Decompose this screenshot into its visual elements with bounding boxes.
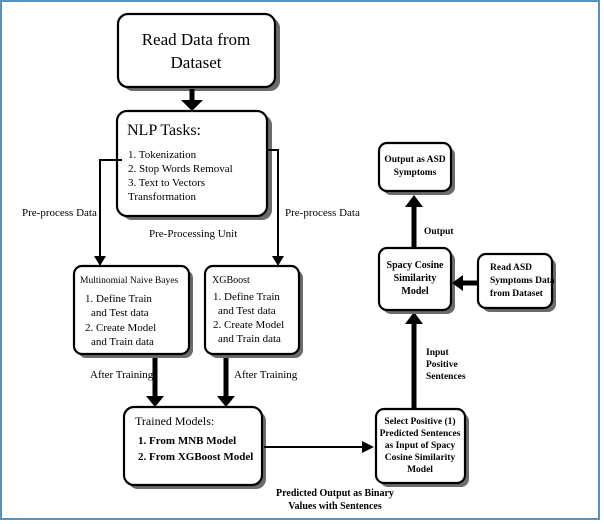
mnb-item-3: 2. Create Model <box>85 322 156 334</box>
predicted-output-line-1: Predicted Output as Binary <box>276 488 394 499</box>
output-line-2: Symptoms <box>394 168 437 178</box>
spacy-cosine-node: Spacy Cosine Similarity Model <box>377 246 455 314</box>
after-training-right-label: After Training <box>234 369 298 381</box>
mnb-item-1: 1. Define Train <box>85 293 152 305</box>
arrow-head-read-to-nlp <box>181 100 203 111</box>
mnb-item-2: and Test data <box>91 307 149 319</box>
arrow-head-xgb-to-trained <box>217 396 235 407</box>
preprocess-right-label: Pre-process Data <box>285 207 360 219</box>
select-line-1: Select Positive (1) <box>384 416 455 427</box>
select-line-3: as Input of Spacy <box>385 441 456 451</box>
trained-item-1: 1. From MNB Model <box>138 435 236 447</box>
output-label: Output <box>424 227 454 237</box>
after-training-left-label: After Training <box>90 369 154 381</box>
nlp-item-3: 3. Text to Vectors <box>128 177 205 189</box>
arrow-head-nlp-to-mnb <box>94 256 106 266</box>
arrow-head-spacy-to-output <box>405 195 423 207</box>
mnb-node: Multinomial Naive Bayes 1. Define Train … <box>72 264 193 358</box>
select-line-2: Predicted Sentences <box>380 429 461 439</box>
spacy-line-3: Model <box>401 286 428 297</box>
mnb-title: Multinomial Naive Bayes <box>80 276 178 286</box>
select-line-4: Cosine Similarity <box>385 453 456 463</box>
preprocessing-unit-label: Pre-Processing Unit <box>149 228 237 240</box>
xgb-item-4: and Train data <box>218 333 281 345</box>
trained-item-2: 2. From XGBoost Model <box>138 451 253 463</box>
input-positive-line-1: Input <box>426 348 450 358</box>
preprocess-left-label: Pre-process Data <box>22 207 97 219</box>
nlp-title: NLP Tasks: <box>127 122 201 139</box>
arrow-nlp-to-mnb <box>99 159 122 258</box>
read-data-line-2: Dataset <box>171 53 222 72</box>
select-line-5: Model <box>407 465 433 475</box>
predicted-output-line-2: Values with Sentences <box>288 501 382 512</box>
nlp-item-2: 2. Stop Words Removal <box>128 163 233 175</box>
select-positive-node: Select Positive (1) Predicted Sentences … <box>374 407 469 487</box>
arrow-head-mnb-to-trained <box>146 396 164 407</box>
xgboost-node: XGBoost 1. Define Train and Test data 2.… <box>203 264 303 358</box>
asd-line-2: Symptoms Data <box>490 276 555 286</box>
spacy-line-2: Similarity <box>394 273 437 284</box>
asd-line-3: from Dataset <box>490 289 544 299</box>
nlp-tasks-node: NLP Tasks: 1. Tokenization 2. Stop Words… <box>115 109 272 220</box>
arrow-head-select-to-spacy <box>405 312 423 324</box>
arrow-head-trained-to-select <box>362 441 374 453</box>
trained-models-node: Trained Models: 1. From MNB Model 2. Fro… <box>122 405 266 489</box>
xgb-item-2: and Test data <box>218 305 276 317</box>
mnb-item-4: and Train data <box>91 336 154 348</box>
read-data-node: Read Data from Dataset <box>116 12 280 91</box>
arrow-nlp-to-xgb <box>266 149 279 258</box>
xgb-item-1: 1. Define Train <box>213 291 280 303</box>
nlp-item-1: 1. Tokenization <box>128 149 197 161</box>
input-positive-line-3: Sentences <box>426 372 466 382</box>
read-asd-node: Read ASD Symptoms Data from Dataset <box>476 252 556 312</box>
arrow-head-asd-to-spacy <box>452 275 463 291</box>
input-positive-line-2: Positive <box>426 360 458 370</box>
read-data-line-1: Read Data from <box>142 30 251 49</box>
xgb-item-3: 2. Create Model <box>213 319 284 331</box>
asd-line-1: Read ASD <box>490 263 532 273</box>
nlp-item-4: Transformation <box>128 191 197 203</box>
arrow-head-nlp-to-xgb <box>272 256 284 266</box>
spacy-line-1: Spacy Cosine <box>387 260 445 271</box>
xgb-title: XGBoost <box>212 275 250 286</box>
output-line-1: Output as ASD <box>384 155 445 165</box>
trained-title: Trained Models: <box>135 414 214 428</box>
output-asd-node: Output as ASD Symptoms <box>377 141 455 195</box>
